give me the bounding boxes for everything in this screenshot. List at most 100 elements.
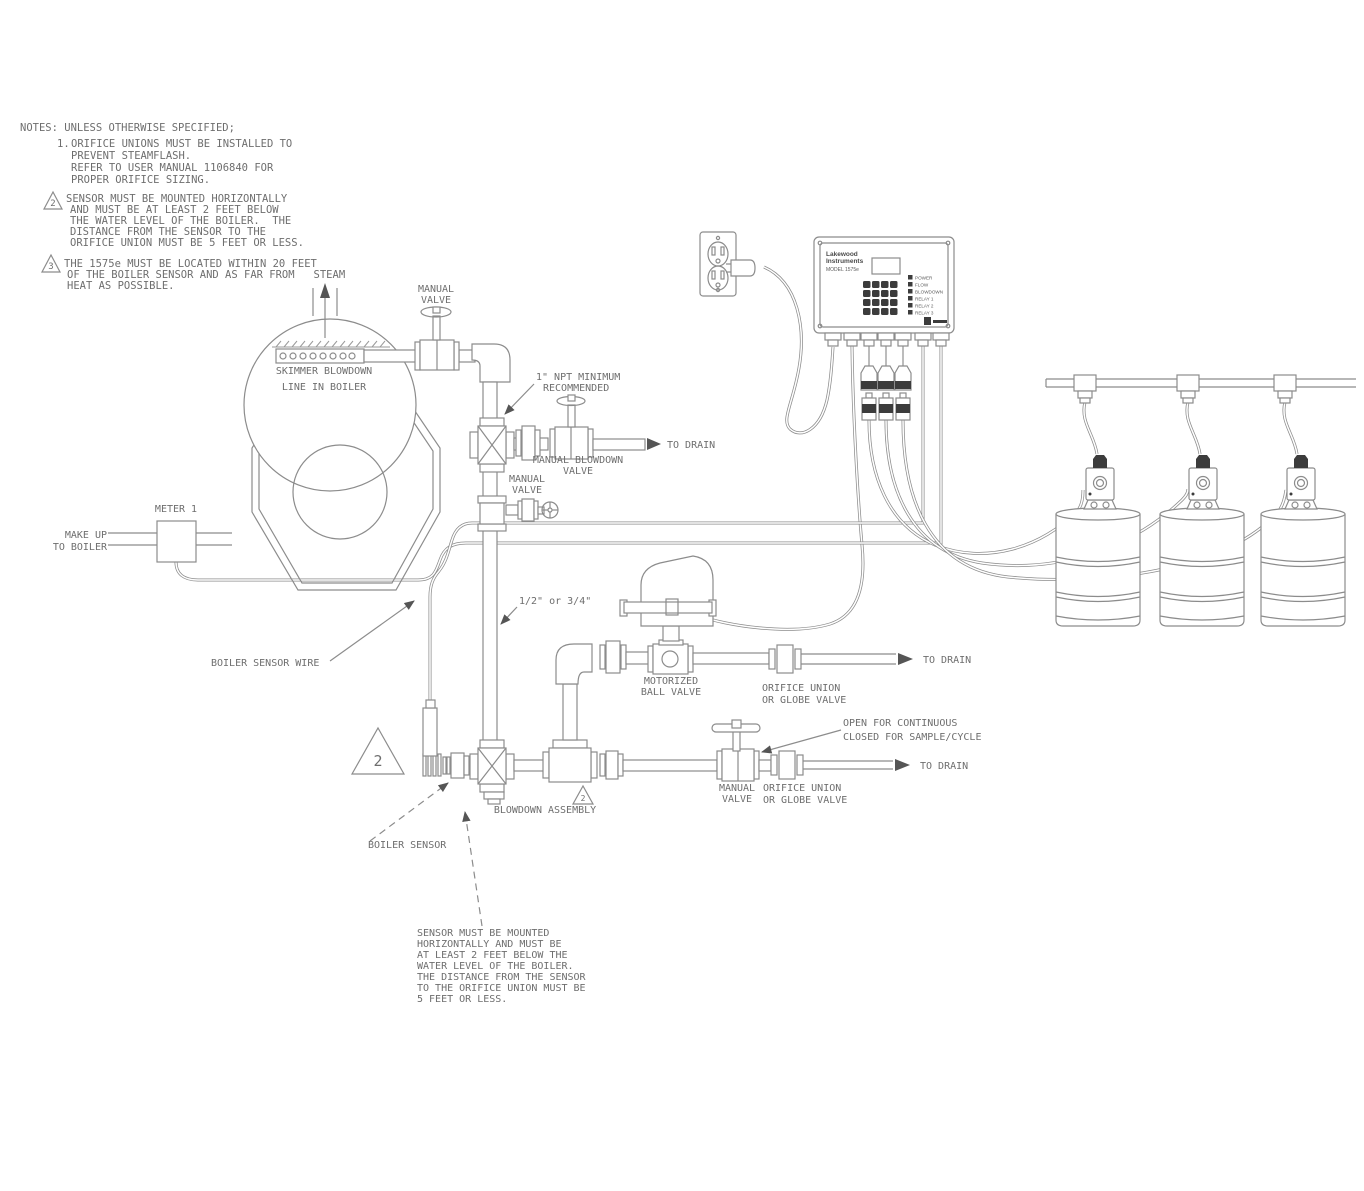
note2-marker: 2 <box>50 199 55 209</box>
manual-blowdown-label: VALVE <box>563 466 593 477</box>
union-top-branch <box>515 425 541 461</box>
open-continuous-label: CLOSED FOR SAMPLE/CYCLE <box>843 732 981 743</box>
bottom-note-line: AT LEAST 2 FEET BELOW THE <box>417 950 568 961</box>
flag-2-large-number: 2 <box>373 752 382 770</box>
actuator-handle <box>623 601 713 614</box>
chemical-drum-1 <box>1055 507 1141 627</box>
union-bottom-line <box>599 750 624 780</box>
manual-blowdown-label: MANUAL BLOWDOWN <box>533 455 623 466</box>
makeup-label: MAKE UP <box>65 530 107 541</box>
metering-pump-3 <box>1284 455 1318 510</box>
note3-line: THE 1575e MUST BE LOCATED WITHIN 20 FEET <box>64 258 318 270</box>
orifice-union-upper-label: OR GLOBE VALVE <box>762 695 846 706</box>
note2-line: DISTANCE FROM THE SENSOR TO THE <box>70 226 266 238</box>
conduit-hubs <box>824 332 950 347</box>
manual-valve-bottom-label: VALVE <box>722 794 752 805</box>
to-drain-mid: TO DRAIN <box>923 655 971 666</box>
to-drain-top: TO DRAIN <box>667 440 715 451</box>
boiler-sensor <box>422 699 470 779</box>
bottom-note-line: HORIZONTALLY AND MUST BE <box>417 939 562 950</box>
manual-valve-mid-label: VALVE <box>512 485 542 496</box>
manual-valve-bottom <box>711 719 761 782</box>
bottom-note-line: SENSOR MUST BE MOUNTED <box>417 928 549 939</box>
flag-triangle-2-large <box>350 726 406 775</box>
manual-valve-mid <box>477 495 559 532</box>
makeup-label: TO BOILER <box>53 542 108 553</box>
led-label: BLOWDOWN <box>915 290 943 295</box>
note2-triangle <box>43 190 63 210</box>
leader-lines <box>329 383 842 927</box>
cross-fitting-bottom <box>469 739 515 805</box>
note2-line: SENSOR MUST BE MOUNTED HORIZONTALLY <box>66 193 288 205</box>
meter-label: METER 1 <box>155 504 197 515</box>
motorized-valve-label: BALL VALVE <box>641 687 701 698</box>
drain-arrow-mid <box>898 653 913 665</box>
led-label: POWER <box>915 276 933 281</box>
notes-block: NOTES: UNLESS OTHERWISE SPECIFIED; 1. OR… <box>20 122 345 292</box>
controller-keypad[interactable] <box>863 281 898 315</box>
controller-brand-line2: Instruments <box>826 258 864 265</box>
header-tee-3 <box>1273 374 1297 404</box>
bottom-note-line: WATER LEVEL OF THE BOILER. <box>417 961 574 972</box>
makeup-meter <box>108 520 232 563</box>
led-label: RELAY 2 <box>915 304 934 309</box>
led-label: RELAY 1 <box>915 297 934 302</box>
note1-line: PREVENT STEAMFLASH. <box>71 150 191 162</box>
metering-pump-1 <box>1083 455 1117 510</box>
flag-2-small-number: 2 <box>581 794 586 803</box>
pipe-size-label: 1/2" or 3/4" <box>519 596 591 607</box>
note2-line: THE WATER LEVEL OF THE BOILER. THE <box>70 215 291 227</box>
npt-label: 1" NPT MINIMUM <box>536 372 620 383</box>
manual-valve-mid-label: MANUAL <box>509 474 545 485</box>
controller-logo-mark <box>924 317 931 325</box>
equipment-labels: SKIMMER BLOWDOWN LINE IN BOILER MANUAL V… <box>53 284 982 851</box>
note1-marker: 1. <box>57 138 70 150</box>
motorized-ball-valve <box>619 555 717 675</box>
wall-outlet <box>699 231 756 297</box>
manual-valve-bottom-label: MANUAL <box>719 783 755 794</box>
controller-leds: POWER FLOW BLOWDOWN RELAY 1 RELAY 2 RELA… <box>908 275 943 316</box>
boiler <box>243 283 441 591</box>
to-drain-bottom: TO DRAIN <box>920 761 968 772</box>
note3-line: HEAT AS POSSIBLE. <box>67 280 174 292</box>
bottom-note-block: SENSOR MUST BE MOUNTED HORIZONTALLY AND … <box>417 928 587 1005</box>
elbow-top <box>471 343 511 383</box>
chemical-drum-3 <box>1260 507 1346 627</box>
skimmer-label: LINE IN BOILER <box>282 382 367 393</box>
orifice-union-upper-label: ORIFICE UNION <box>762 683 840 694</box>
note1-line: ORIFICE UNIONS MUST BE INSTALLED TO <box>71 138 292 150</box>
header-tee-1 <box>1073 374 1097 404</box>
bottom-note-line: THE DISTANCE FROM THE SENSOR <box>417 972 587 983</box>
union-motorized-line <box>599 640 627 674</box>
open-continuous-label: OPEN FOR CONTINUOUS <box>843 718 957 729</box>
meter-box <box>156 520 197 563</box>
orifice-union-lower-label: OR GLOBE VALVE <box>763 795 847 806</box>
note3-line: OF THE BOILER SENSOR AND AS FAR FROM STE… <box>67 269 345 281</box>
manual-valve-top <box>414 306 460 371</box>
note2-line: AND MUST BE AT LEAST 2 FEET BELOW <box>70 204 279 216</box>
cable-connectors <box>860 365 912 421</box>
power-plug <box>730 259 756 277</box>
controller-brand-line1: Lakewood <box>826 251 858 258</box>
controller-1575e: Lakewood Instruments MODEL 1575e POWER F… <box>813 236 955 421</box>
manual-valve-top-label: VALVE <box>421 295 451 306</box>
chemical-drum-2 <box>1159 507 1245 627</box>
orifice-union-upper <box>768 644 802 674</box>
note3-marker: 3 <box>48 262 53 272</box>
note1-line: REFER TO USER MANUAL 1106840 FOR <box>71 162 274 174</box>
boiler-sensor-label: BOILER SENSOR <box>368 840 447 851</box>
notes-header: NOTES: UNLESS OTHERWISE SPECIFIED; <box>20 122 235 134</box>
cross-fitting-upper <box>469 417 515 473</box>
orifice-union-lower-label: ORIFICE UNION <box>763 783 841 794</box>
motorized-valve-label: MOTORIZED <box>644 676 698 687</box>
note2-line: ORIFICE UNION MUST BE 5 FEET OR LESS. <box>70 237 304 249</box>
metering-pump-2 <box>1186 455 1220 510</box>
drain-arrow-top <box>647 438 661 450</box>
skimmer-label: SKIMMER BLOWDOWN <box>276 366 372 377</box>
blowdown-assembly-label: BLOWDOWN ASSEMBLY <box>494 805 596 816</box>
controller-model: MODEL 1575e <box>826 267 859 273</box>
note3-triangle <box>41 253 61 273</box>
manual-valve-top-label: MANUAL <box>418 284 454 295</box>
elbow-mid <box>555 643 593 685</box>
